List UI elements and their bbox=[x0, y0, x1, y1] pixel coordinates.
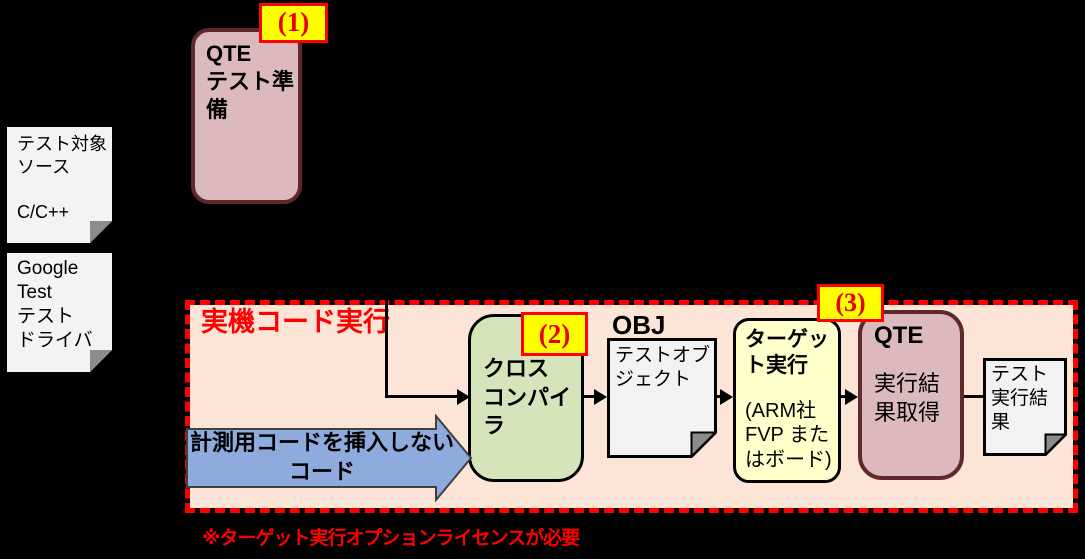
test-source-doc-text: テスト対象 ソース C/C++ bbox=[17, 134, 107, 223]
qte-prep-label: QTE テスト準 備 bbox=[206, 41, 295, 123]
uninstrumented-code-arrow-text: 計測用コードを挿入しない コード bbox=[189, 430, 454, 484]
test-result-doc: テスト 実行結 果 bbox=[983, 358, 1067, 456]
cross-compiler-label: クロス コンパイ ラ bbox=[483, 356, 572, 439]
document-shape bbox=[7, 127, 112, 243]
connector-elbow-horizontal bbox=[385, 395, 459, 398]
qte-result-note: 実行結 果取得 bbox=[874, 371, 941, 425]
container-title: 実機コード実行 bbox=[201, 307, 390, 337]
google-test-doc-text: Google Test テスト ドライバ bbox=[17, 258, 93, 351]
connector-compiler-obj bbox=[583, 395, 596, 398]
cross-compiler-box: クロス コンパイ ラ bbox=[468, 314, 584, 482]
qte-result-box: QTE 実行結 果取得 bbox=[858, 310, 964, 480]
target-execution-box: ターゲッ ト実行 (ARM社 FVP また はボード) bbox=[733, 318, 841, 483]
connector-obj-target bbox=[716, 395, 722, 398]
test-result-doc-text: テスト 実行結 果 bbox=[991, 364, 1049, 433]
qte-result-title: QTE bbox=[874, 322, 924, 349]
target-execution-note: (ARM社 FVP また はボード) bbox=[745, 400, 832, 471]
arrowhead-to-compiler bbox=[457, 389, 470, 405]
connector-elbow-vertical bbox=[385, 297, 388, 398]
test-object-doc: テストオブ ジェクト bbox=[607, 338, 717, 458]
google-test-doc: Google Test テスト ドライバ bbox=[7, 253, 112, 372]
arrowhead-to-qte-result bbox=[845, 389, 858, 405]
arrowhead-to-obj-doc bbox=[594, 389, 607, 405]
target-execution-title: ターゲッ ト実行 bbox=[745, 328, 829, 378]
step-1-label: (1) bbox=[259, 3, 328, 43]
test-source-doc: テスト対象 ソース C/C++ bbox=[7, 127, 112, 243]
uninstrumented-code-arrow: 計測用コードを挿入しない コード bbox=[186, 414, 473, 502]
document-shape bbox=[7, 253, 112, 372]
connector-target-qte bbox=[840, 395, 847, 398]
test-object-doc-text: テストオブ ジェクト bbox=[615, 345, 711, 390]
connector-qte-result-doc bbox=[961, 395, 984, 398]
step-2-label: (2) bbox=[521, 312, 588, 356]
document-shape bbox=[607, 338, 717, 458]
license-footnote: ※ターゲット実行オプションライセンスが必要 bbox=[202, 528, 580, 549]
document-shape bbox=[983, 358, 1067, 456]
step-3-label: (3) bbox=[817, 284, 884, 322]
arrowhead-to-target bbox=[720, 389, 733, 405]
obj-caption: OBJ bbox=[612, 310, 666, 340]
qte-prep-box: QTE テスト準 備 bbox=[191, 28, 302, 204]
block-arrow-shape bbox=[186, 414, 473, 502]
